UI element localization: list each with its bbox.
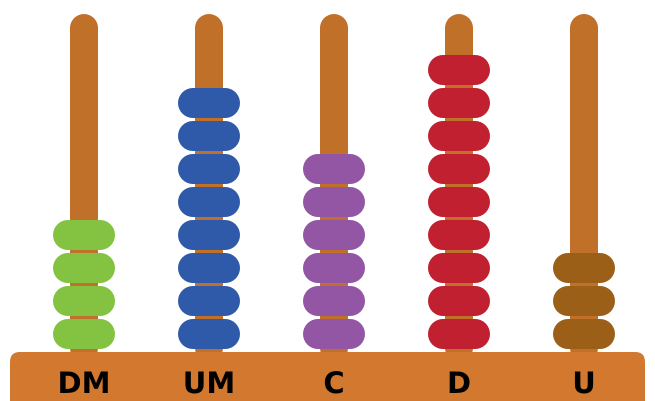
bead-c bbox=[303, 319, 365, 349]
bead-u bbox=[553, 253, 615, 283]
bead-d bbox=[428, 220, 490, 250]
bead-d bbox=[428, 88, 490, 118]
bead-c bbox=[303, 253, 365, 283]
bead-u bbox=[553, 286, 615, 316]
bead-dm bbox=[53, 220, 115, 250]
column-label-c: C bbox=[323, 366, 344, 400]
bead-c bbox=[303, 187, 365, 217]
bead-d bbox=[428, 319, 490, 349]
bead-um bbox=[178, 121, 240, 151]
column-label-u: U bbox=[572, 366, 596, 400]
column-labels-group: DM UM C D U bbox=[58, 366, 596, 400]
bead-um bbox=[178, 253, 240, 283]
column-label-d: D bbox=[447, 366, 471, 400]
bead-d bbox=[428, 253, 490, 283]
bead-c bbox=[303, 286, 365, 316]
bead-d bbox=[428, 286, 490, 316]
abacus-base bbox=[10, 352, 645, 401]
bead-um bbox=[178, 286, 240, 316]
bead-d bbox=[428, 187, 490, 217]
bead-c bbox=[303, 220, 365, 250]
bead-u bbox=[553, 319, 615, 349]
beads-group bbox=[53, 55, 615, 349]
bead-c bbox=[303, 154, 365, 184]
column-label-dm: DM bbox=[58, 366, 111, 400]
bead-um bbox=[178, 88, 240, 118]
abacus-base-group bbox=[10, 352, 645, 401]
bead-um bbox=[178, 220, 240, 250]
bead-um bbox=[178, 154, 240, 184]
bead-um bbox=[178, 319, 240, 349]
bead-dm bbox=[53, 253, 115, 283]
bead-dm bbox=[53, 319, 115, 349]
bead-um bbox=[178, 187, 240, 217]
bead-d bbox=[428, 154, 490, 184]
column-label-um: UM bbox=[183, 366, 235, 400]
bead-d bbox=[428, 121, 490, 151]
bead-d bbox=[428, 55, 490, 85]
bead-dm bbox=[53, 286, 115, 316]
